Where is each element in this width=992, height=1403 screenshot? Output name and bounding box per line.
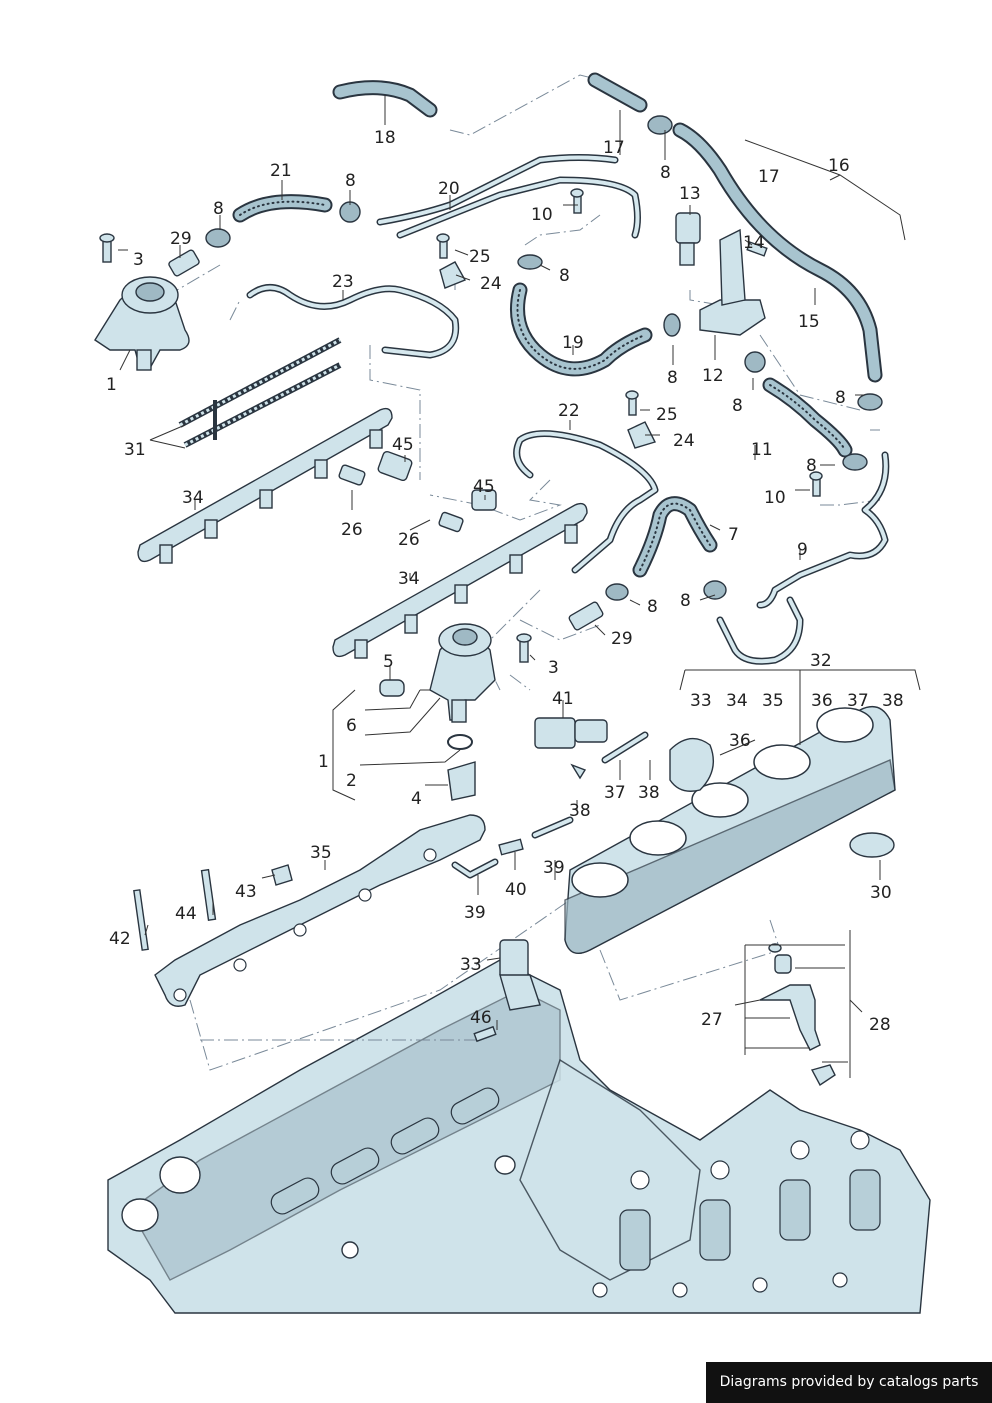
callout-2: 2 — [346, 771, 357, 791]
callout-41: 41 — [552, 689, 574, 709]
callout-32: 32 — [810, 651, 832, 671]
callout-19: 19 — [562, 333, 584, 353]
callout-35: 35 — [310, 843, 332, 863]
callout-24: 24 — [673, 431, 695, 451]
fuel-pipes — [246, 154, 890, 665]
callout-44: 44 — [175, 904, 197, 924]
callout-6: 6 — [346, 716, 357, 736]
callout-10: 10 — [764, 488, 786, 508]
callout-37: 37 — [847, 691, 869, 711]
callout-38: 38 — [882, 691, 904, 711]
leader-lines — [118, 95, 921, 1078]
callout-1: 1 — [318, 752, 329, 772]
strap-31 — [178, 337, 342, 448]
callout-31: 31 — [124, 440, 146, 460]
callout-21: 21 — [270, 161, 292, 181]
callout-3: 3 — [548, 658, 559, 678]
callout-9: 9 — [797, 540, 808, 560]
engine-block — [107, 959, 931, 1314]
callout-10: 10 — [531, 205, 553, 225]
callout-30: 30 — [870, 883, 892, 903]
intake-manifold — [564, 706, 896, 954]
callout-5: 5 — [383, 652, 394, 672]
bracket-35 — [154, 814, 486, 1007]
callout-labels: 18 17 8 16 17 21 8 20 13 8 10 29 3 25 14… — [106, 128, 904, 1035]
callout-16: 16 — [828, 156, 850, 176]
callout-25: 25 — [656, 405, 678, 425]
callout-1: 1 — [106, 375, 117, 395]
callout-15: 15 — [798, 312, 820, 332]
callout-8: 8 — [213, 199, 224, 219]
callout-3: 3 — [133, 250, 144, 270]
callout-36: 36 — [811, 691, 833, 711]
callout-39: 39 — [464, 903, 486, 923]
callout-34: 34 — [726, 691, 748, 711]
callout-13: 13 — [679, 184, 701, 204]
callout-42: 42 — [109, 929, 131, 949]
callout-4: 4 — [411, 789, 422, 809]
callout-14: 14 — [743, 233, 765, 253]
callout-17: 17 — [758, 167, 780, 187]
callout-34: 34 — [182, 488, 204, 508]
callout-37: 37 — [604, 783, 626, 803]
hoses — [232, 72, 883, 578]
callout-11: 11 — [751, 440, 773, 460]
callout-26: 26 — [398, 530, 420, 550]
callout-8: 8 — [559, 266, 570, 286]
callout-17: 17 — [603, 138, 625, 158]
callout-8: 8 — [647, 597, 658, 617]
callout-33: 33 — [690, 691, 712, 711]
callout-12: 12 — [702, 366, 724, 386]
callout-46: 46 — [470, 1008, 492, 1028]
callout-38: 38 — [569, 801, 591, 821]
callout-28: 28 — [869, 1015, 891, 1035]
callout-8: 8 — [680, 591, 691, 611]
injector-assembly — [759, 943, 836, 1087]
callout-43: 43 — [235, 882, 257, 902]
callout-8: 8 — [835, 388, 846, 408]
callout-7: 7 — [728, 525, 739, 545]
callout-8: 8 — [732, 396, 743, 416]
pump-lower — [429, 623, 496, 723]
callout-26: 26 — [341, 520, 363, 540]
credit-banner: Diagrams provided by catalogs parts — [706, 1362, 992, 1403]
callout-23: 23 — [332, 272, 354, 292]
callout-29: 29 — [170, 229, 192, 249]
callout-40: 40 — [505, 880, 527, 900]
callout-27: 27 — [701, 1010, 723, 1030]
pump-upper — [94, 276, 190, 371]
callout-45: 45 — [392, 435, 414, 455]
callout-25: 25 — [469, 247, 491, 267]
small-components — [99, 115, 883, 1043]
callout-38: 38 — [638, 783, 660, 803]
callout-35: 35 — [762, 691, 784, 711]
callout-8: 8 — [806, 456, 817, 476]
callout-36: 36 — [729, 731, 751, 751]
callout-45: 45 — [473, 477, 495, 497]
callout-20: 20 — [438, 179, 460, 199]
callout-39: 39 — [543, 858, 565, 878]
callout-22: 22 — [558, 401, 580, 421]
callout-29: 29 — [611, 629, 633, 649]
callout-18: 18 — [374, 128, 396, 148]
callout-24: 24 — [480, 274, 502, 294]
callout-8: 8 — [660, 163, 671, 183]
fuel-rail-lower — [332, 502, 588, 659]
callout-33: 33 — [460, 955, 482, 975]
callout-8: 8 — [667, 368, 678, 388]
callout-8: 8 — [345, 171, 356, 191]
fuel-rail-upper — [137, 407, 393, 564]
callout-34: 34 — [398, 569, 420, 589]
